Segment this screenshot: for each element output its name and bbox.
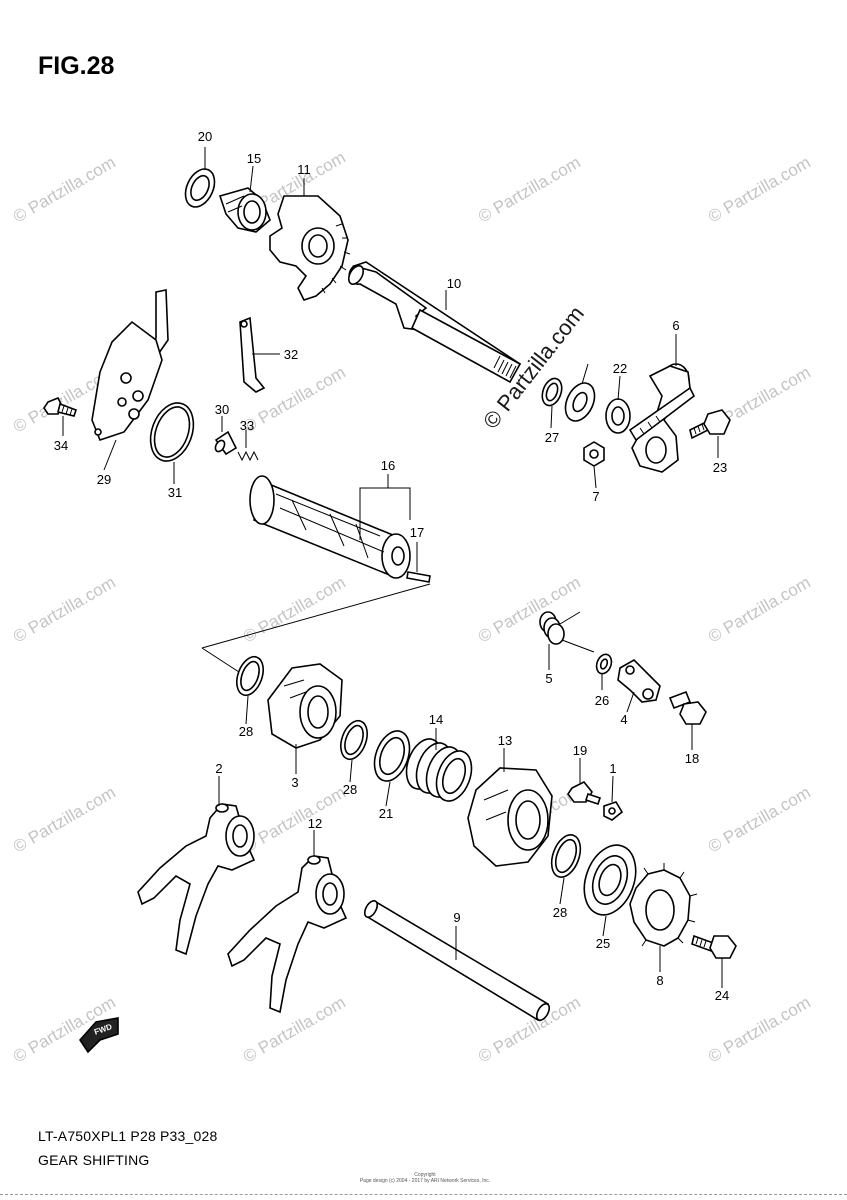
part-label: 8 [656, 973, 663, 988]
part-12-shift-fork[interactable] [227, 855, 348, 1014]
part-34-bolt[interactable] [43, 396, 78, 417]
part-13-gearshift-cam-stopper[interactable] [467, 767, 553, 867]
part-label: 29 [97, 472, 111, 487]
part-9-fork-shaft[interactable] [362, 899, 552, 1023]
footer-copyright-label: Copyright [414, 1172, 436, 1178]
part-label: 13 [498, 733, 512, 748]
part-7-nut[interactable] [583, 441, 605, 467]
part-washer[interactable] [560, 378, 600, 425]
part-label: 10 [447, 276, 461, 291]
part-label: 17 [410, 525, 424, 540]
part-label: 21 [379, 806, 393, 821]
part-3-shift-cam-driven[interactable] [267, 663, 343, 749]
figure-title: FIG.28 [38, 52, 115, 80]
part-label: 24 [715, 988, 729, 1003]
part-label: 1 [609, 761, 616, 776]
part-2-shift-fork[interactable] [137, 803, 256, 956]
part-28-circlip[interactable] [232, 653, 268, 699]
part-label: 12 [308, 816, 322, 831]
part-1-washer[interactable] [603, 801, 624, 821]
part-15-cam-guide[interactable] [218, 187, 271, 233]
part-19-bolt[interactable] [567, 780, 602, 806]
part-label: 11 [297, 162, 311, 177]
fwd-arrow-icon: FWD [78, 1017, 119, 1054]
assembly-divider-line [201, 583, 431, 649]
part-label: 4 [620, 712, 627, 727]
part-10-gearshift-shaft[interactable] [346, 261, 522, 384]
part-21-washer[interactable] [368, 726, 416, 786]
part-label: 2 [215, 761, 222, 776]
part-label: 33 [240, 418, 254, 433]
part-27-circlip[interactable] [539, 376, 565, 408]
part-label: 32 [284, 347, 298, 362]
part-label: 31 [168, 485, 182, 500]
part-label: 6 [672, 318, 679, 333]
part-label: 7 [592, 489, 599, 504]
part-33-spring[interactable] [237, 450, 259, 462]
part-23-bolt[interactable] [689, 409, 731, 440]
part-label: 25 [596, 936, 610, 951]
part-16-gearshift-cam[interactable] [249, 475, 411, 579]
part-28-circlip[interactable] [546, 831, 585, 881]
part-label: 22 [613, 361, 627, 376]
part-11-gearshift-arm[interactable] [269, 195, 351, 301]
page-bottom-border [0, 1194, 847, 1195]
part-label: 16 [381, 458, 395, 473]
diagram-caption-title: GEAR SHIFTING [38, 1152, 150, 1168]
assembly-divider-line [201, 647, 243, 675]
part-label: 14 [429, 712, 443, 727]
part-24-bolt[interactable] [691, 934, 737, 959]
part-label: 26 [595, 693, 609, 708]
part-label: 28 [239, 724, 253, 739]
diagram-caption-code: LT-A750XPL1 P28 P33_028 [38, 1128, 218, 1144]
part-label: 5 [545, 671, 552, 686]
part-label: 19 [573, 743, 587, 758]
part-label: 18 [685, 751, 699, 766]
leader-lines [62, 147, 723, 988]
part-label: 30 [215, 402, 229, 417]
part-label: 23 [713, 460, 727, 475]
part-14-spring[interactable] [400, 734, 478, 806]
part-label: 20 [198, 129, 212, 144]
part-17-pin[interactable] [406, 571, 431, 583]
part-label: 27 [545, 430, 559, 445]
part-31-o-ring[interactable] [143, 397, 201, 467]
part-18-bolt[interactable] [668, 690, 707, 725]
part-22-oil-seal[interactable] [605, 398, 631, 434]
part-6-gearshift-lever[interactable] [628, 363, 696, 473]
part-label: 15 [247, 151, 261, 166]
footer-copyright-line: Page design (c) 2004 - 2017 by ARI Netwo… [359, 1178, 491, 1184]
part-32-spring[interactable] [239, 316, 266, 393]
part-label: 3 [291, 775, 298, 790]
part-29-cover[interactable] [91, 289, 169, 441]
part-20-washer[interactable] [180, 164, 220, 211]
part-25-bearing[interactable] [575, 838, 645, 922]
part-label: 9 [453, 910, 460, 925]
part-label: 28 [553, 905, 567, 920]
part-5-spring[interactable] [539, 611, 595, 653]
part-8-cam-plate[interactable] [629, 863, 698, 947]
part-26-washer[interactable] [594, 652, 614, 676]
part-28-circlip[interactable] [336, 717, 372, 763]
part-4-cam-stopper[interactable] [617, 659, 661, 703]
part-label: 34 [54, 438, 68, 453]
part-30-stopper[interactable] [214, 430, 238, 456]
footer-copyright: Copyright Page design (c) 2004 - 2017 by… [350, 1172, 500, 1184]
part-label: 28 [343, 782, 357, 797]
